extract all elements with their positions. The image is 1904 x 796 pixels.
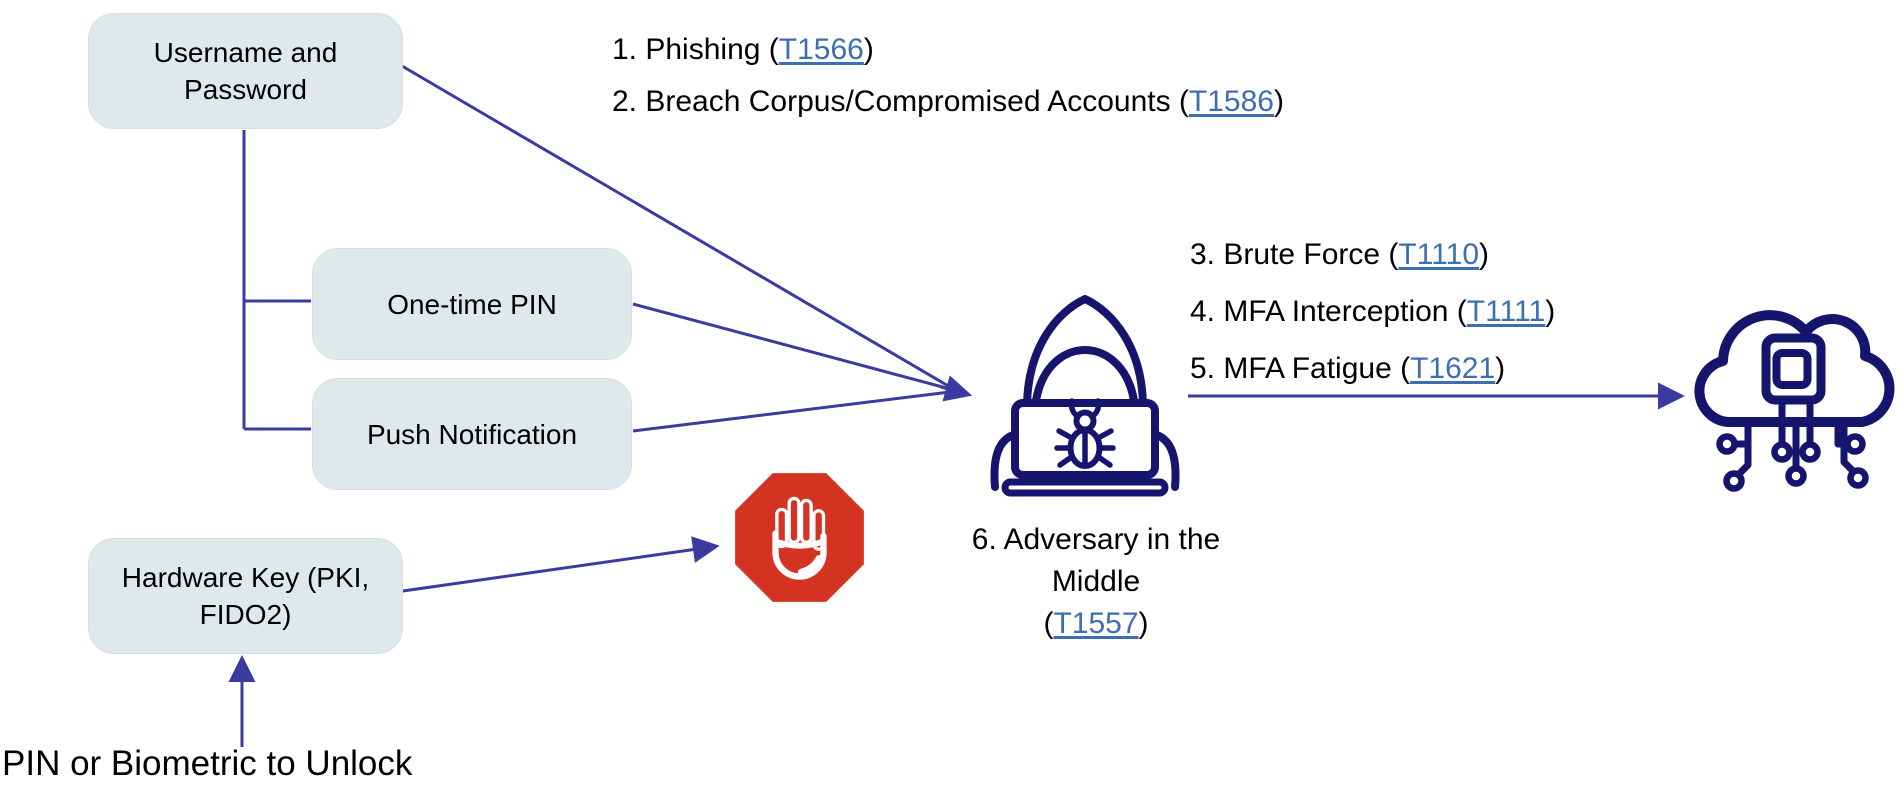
list-item-text: 2. Breach Corpus/Compromised Accounts ( [612,85,1189,118]
cloud-outline [1694,310,1895,427]
technique-link-t1557[interactable]: T1557 [1053,607,1139,640]
circuit-nodes [1716,433,1869,492]
arrow-username-to-adversary [401,64,951,389]
list-item-text: ) [1274,85,1284,118]
list-item-text: 5. MFA Fatigue ( [1190,351,1411,385]
tree-connector-username-to-mfa [242,130,311,431]
mfa-attack-list: 3. Brute Force (T1110) 4. MFA Intercepti… [1190,226,1555,397]
list-item-text: ) [1495,351,1506,385]
technique-link-t1621[interactable]: T1621 [1410,351,1496,385]
node-push-notification-label: Push Notification [366,418,578,450]
arrow-otp-to-adversary [632,302,951,391]
list-item: 3. Brute Force (T1110) [1190,226,1555,283]
technique-link-t1566[interactable]: T1566 [778,33,864,66]
node-one-time-pin-label: One-time PIN [387,288,557,320]
list-item-text: ) [863,33,874,66]
arrow-push-to-adversary [632,390,951,433]
bug-glyph [1054,398,1116,469]
node-username-password: Username and Password [88,13,403,129]
node-push-notification: Push Notification [312,378,632,490]
caption-text: ( [1043,607,1054,640]
node-one-time-pin: One-time PIN [312,248,632,360]
node-hardware-key-label: Hardware Key (PKI, FIDO2) [121,562,370,630]
adversary-caption: 6. Adversary in the Middle (T1557) [916,519,1276,645]
node-hardware-key: Hardware Key (PKI, FIDO2) [88,538,403,654]
list-item: 4. MFA Interception (T1111) [1190,283,1555,340]
arrowhead-into-adversary [940,375,973,402]
arrow-hardwarekey-to-stop [402,536,720,593]
node-username-password-label: Username and Password [153,37,338,105]
hood-outline [1023,295,1147,412]
stop-hand-icon [735,473,864,602]
list-item: 5. MFA Fatigue (T1621) [1190,340,1555,397]
adversary-caption-line2: Middle [1051,565,1141,598]
list-item: 2. Breach Corpus/Compromised Accounts (T… [612,76,1284,128]
pin-unlock-annotation: PIN or Biometric to Unlock [2,744,413,783]
adversary-hacker-laptop-icon [990,295,1180,497]
adversary-caption-line1: 6. Adversary in the [971,523,1221,556]
circuit-traces [1731,396,1857,478]
list-item: 1. Phishing (T1566) [612,24,1284,76]
list-item-text: 1. Phishing ( [612,33,779,66]
technique-link-t1110[interactable]: T1110 [1398,237,1480,271]
list-item-text: ) [1545,294,1556,328]
credential-attack-list: 1. Phishing (T1566) 2. Breach Corpus/Com… [612,24,1284,128]
list-item-text: ) [1479,237,1490,271]
chip [1761,333,1826,405]
adversary-caption-line3: (T1557) [916,603,1276,645]
technique-link-t1111[interactable]: T1111 [1466,294,1546,328]
caption-text: ) [1138,607,1149,640]
list-item-text: 4. MFA Interception ( [1190,294,1467,328]
technique-link-t1586[interactable]: T1586 [1188,85,1274,118]
cloud-chip-circuit-icon [1694,310,1895,492]
list-item-text: 3. Brute Force ( [1190,237,1399,271]
